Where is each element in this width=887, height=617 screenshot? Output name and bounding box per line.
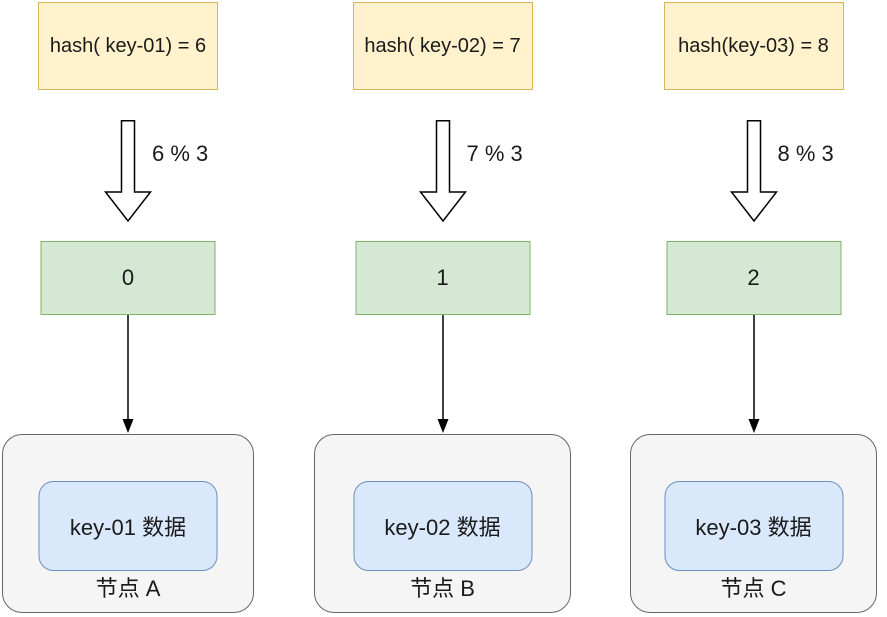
data-box: key-02 数据 (353, 481, 532, 571)
data-box: key-01 数据 (38, 481, 218, 571)
node-label: 节点 B (410, 576, 475, 601)
slot-box: 0 (40, 241, 216, 315)
node-box: key-01 数据 节点 A (2, 434, 254, 613)
big-down-arrow-icon (729, 120, 778, 222)
diagram-column: hash( key-02) = 7 7 % 3 1 key-02 数据 节点 B (314, 0, 571, 617)
node-label: 节点 A (95, 576, 161, 601)
node-box: key-03 数据 节点 C (630, 434, 877, 613)
hash-box: hash(key-03) = 8 (663, 2, 844, 90)
thin-down-arrow-icon (748, 315, 759, 433)
mod-label: 8 % 3 (777, 141, 834, 166)
hash-box: hash( key-01) = 6 (38, 2, 218, 90)
node-box: key-02 数据 节点 B (314, 434, 571, 613)
thin-down-arrow-icon (437, 315, 448, 433)
thin-down-arrow-icon (122, 315, 134, 433)
diagram-column: hash(key-03) = 8 8 % 3 2 key-03 数据 节点 C (630, 0, 877, 617)
slot-box: 1 (355, 241, 530, 315)
mod-label: 7 % 3 (466, 141, 523, 166)
data-box: key-03 数据 (664, 481, 843, 571)
slot-box: 2 (666, 241, 841, 315)
node-label: 节点 C (720, 576, 787, 601)
mod-label: 6 % 3 (152, 141, 209, 166)
big-down-arrow-icon (104, 120, 152, 222)
diagram-column: hash( key-01) = 6 6 % 3 0 key-01 数据 节点 A (2, 0, 254, 617)
big-down-arrow-icon (418, 120, 467, 222)
hash-box: hash( key-02) = 7 (352, 2, 533, 90)
